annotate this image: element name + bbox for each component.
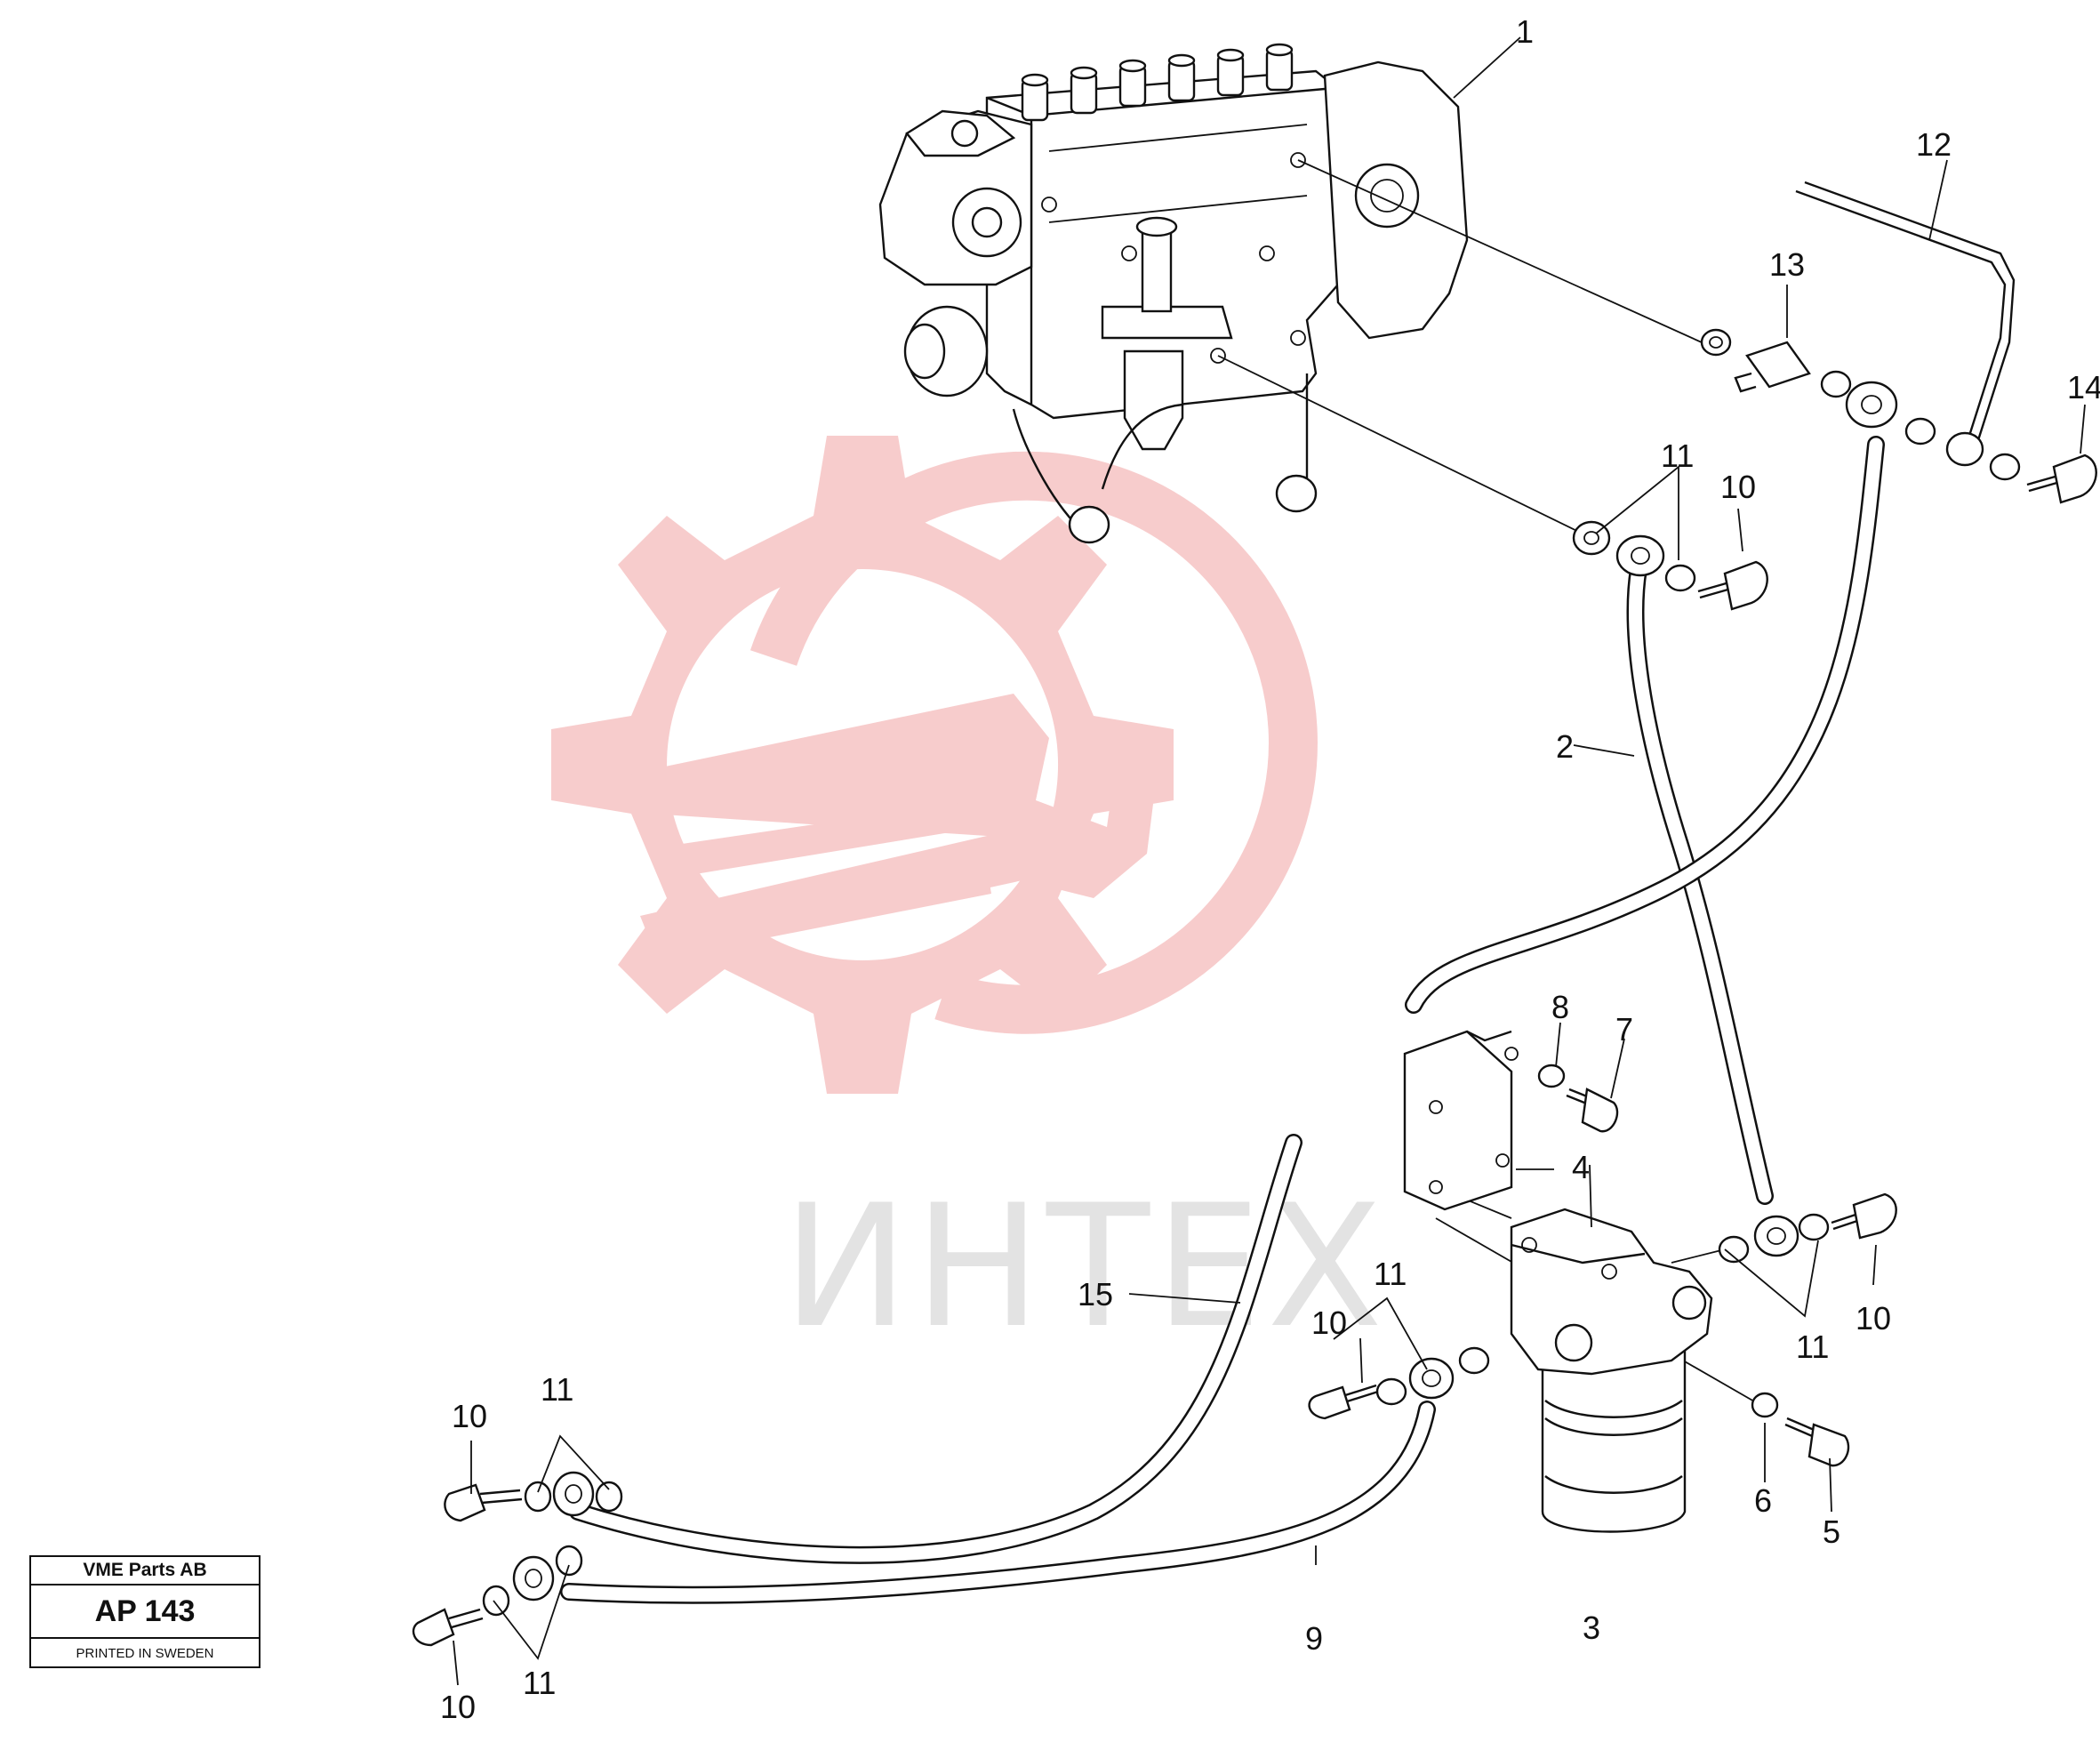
callout-8: 8: [1551, 989, 1569, 1025]
watermark-text: ИНТЕХ: [782, 1168, 1388, 1365]
watermark-stripe-1: [676, 800, 982, 876]
banjo-bolt-10-filter: [1308, 1384, 1379, 1420]
callout-1: 1: [1516, 13, 1534, 50]
banjo-bolt-10-lower-left-upper: [444, 1483, 523, 1522]
injection-pump: [878, 43, 1469, 544]
callout-7: 7: [1615, 1011, 1633, 1048]
callout-10-a: 10: [1720, 469, 1756, 505]
banjo-bolt-10-lower-left-lower: [412, 1608, 484, 1647]
callout-9: 9: [1305, 1620, 1323, 1657]
callout-13: 13: [1769, 246, 1805, 283]
bolt-5: [1784, 1417, 1850, 1467]
callout-10-c: 10: [1311, 1304, 1347, 1341]
banjo-bolt-10-right: [1831, 1192, 1897, 1240]
callout-12: 12: [1916, 126, 1952, 163]
title-block: VME Parts AB AP 143 PRINTED IN SWEDEN: [29, 1555, 260, 1668]
leader-lines: [453, 36, 2086, 1686]
title-footer: PRINTED IN SWEDEN: [76, 1646, 214, 1661]
callout-4: 4: [1572, 1149, 1590, 1185]
callout-14: 14: [2067, 369, 2100, 405]
delivery-valves: [1021, 43, 1294, 122]
banjo-bolt-14: [2026, 454, 2097, 504]
bolt-7: [1566, 1088, 1619, 1133]
callout-11-c: 11: [1374, 1256, 1407, 1292]
callout-11-d: 11: [541, 1371, 573, 1408]
callout-2: 2: [1556, 728, 1574, 765]
title-code: AP 143: [31, 1585, 259, 1639]
callout-10-d: 10: [452, 1398, 487, 1434]
hoses: [560, 436, 1885, 1604]
watermark-gear-logo: ИНТЕХ: [551, 436, 1388, 1365]
return-pipe: [1795, 189, 2007, 437]
callout-10-b: 10: [1856, 1300, 1891, 1337]
banjo-bolt-10-upper: [1697, 560, 1768, 611]
callout-5: 5: [1823, 1513, 1840, 1550]
callout-10-e: 10: [440, 1689, 476, 1725]
callout-11-e: 11: [523, 1665, 556, 1701]
watermark-stripe-2: [711, 867, 991, 947]
adapter-part-13: [1734, 341, 1811, 393]
callout-6: 6: [1754, 1482, 1772, 1519]
watermark-inner-ring: [749, 451, 1318, 1034]
callout-15: 15: [1078, 1276, 1113, 1313]
callout-11-b: 11: [1796, 1329, 1829, 1365]
fuel-filter: [1510, 1208, 1713, 1533]
callout-11-a: 11: [1661, 438, 1694, 474]
callout-3: 3: [1583, 1610, 1600, 1646]
fittings: [412, 328, 2097, 1647]
bracket: [1403, 1030, 1519, 1211]
title-company: VME Parts AB: [31, 1557, 259, 1585]
callouts: 1 2 3 4 5 6 7 8 9 10 10 10 10 10 11 11 1…: [440, 13, 2100, 1725]
